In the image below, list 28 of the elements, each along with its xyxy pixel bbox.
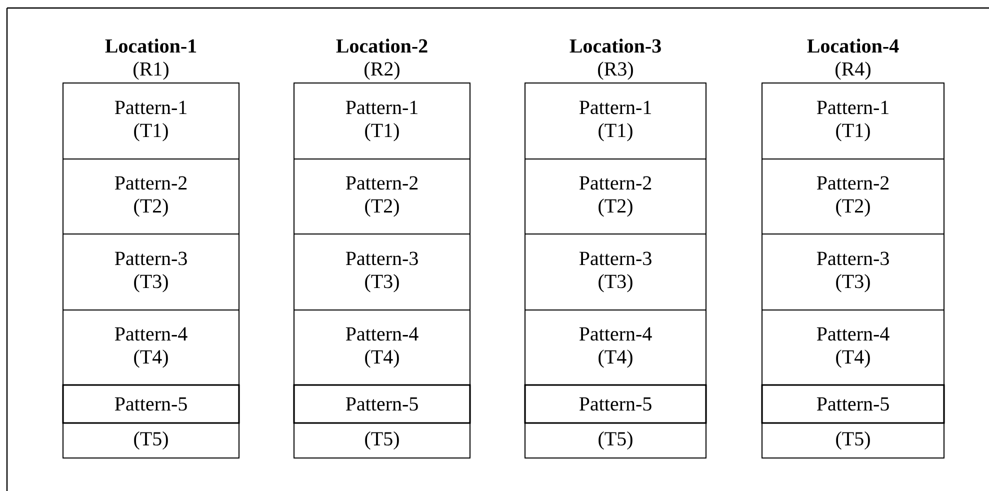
column-heading: Location-4 (R4) <box>807 38 899 80</box>
pattern-cell: Pattern-1 (T1) <box>524 82 706 160</box>
pattern-cell: Pattern-5 <box>524 384 707 424</box>
pattern-cell: Pattern-2 (T2) <box>294 158 470 234</box>
pattern-cell: (T5) <box>294 422 470 458</box>
pattern-cell: Pattern-2 (T2) <box>762 158 944 234</box>
column-heading: Location-1 (R1) <box>105 38 196 80</box>
pattern-cell: Pattern-3 (T3) <box>762 234 944 310</box>
pattern-cell: Pattern-5 <box>761 384 945 424</box>
pattern-cell: Pattern-3 (T3) <box>524 234 706 310</box>
column-heading: Location-2 (R2) <box>336 38 428 80</box>
pattern-cell: Pattern-1 (T1) <box>294 82 470 160</box>
pattern-cell: Pattern-2 (T2) <box>62 158 240 234</box>
pattern-cell: Pattern-4 (T4) <box>762 310 944 386</box>
pattern-cell: Pattern-2 (T2) <box>524 158 706 234</box>
pattern-cell: Pattern-4 (T4) <box>524 310 706 386</box>
pattern-cell: Pattern-4 (T4) <box>62 310 240 386</box>
pattern-cell: Pattern-3 (T3) <box>294 234 470 310</box>
pattern-cell: (T5) <box>62 422 240 458</box>
pattern-cell: Pattern-1 (T1) <box>62 82 240 160</box>
pattern-cell: Pattern-4 (T4) <box>294 310 470 386</box>
pattern-cell: Pattern-1 (T1) <box>762 82 944 160</box>
pattern-cell: (T5) <box>524 422 706 458</box>
column-heading: Location-3 (R3) <box>570 38 661 80</box>
pattern-cell: (T5) <box>762 422 944 458</box>
pattern-cell: Pattern-5 <box>293 384 471 424</box>
pattern-cell: Pattern-3 (T3) <box>62 234 240 310</box>
pattern-cell: Pattern-5 <box>62 384 240 424</box>
